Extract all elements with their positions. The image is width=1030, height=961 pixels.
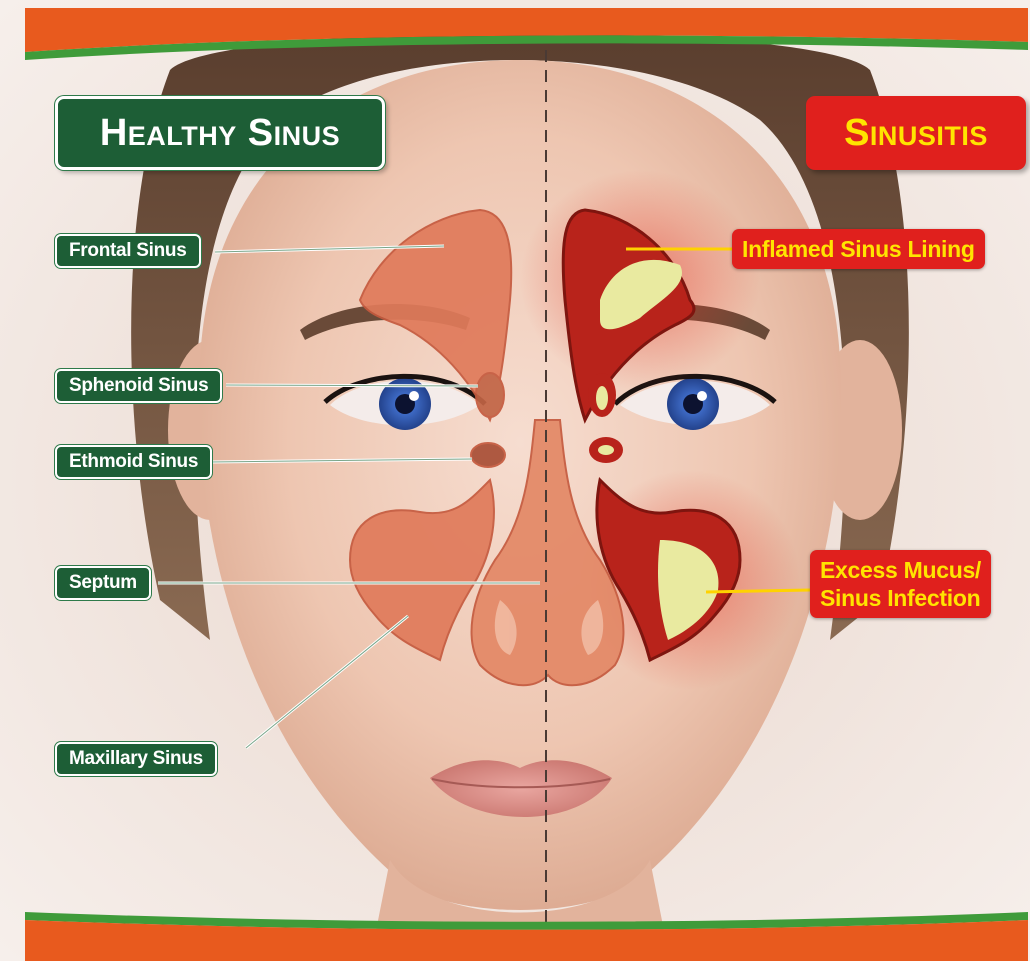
- label-septum: Septum: [55, 566, 151, 600]
- healthy-sinus-title: Healthy Sinus: [55, 96, 385, 170]
- label-ethmoid-sinus: Ethmoid Sinus: [55, 445, 212, 479]
- label-inflamed-sinus-lining: Inflamed Sinus Lining: [732, 229, 985, 269]
- label-excess-mucus-line2: Sinus Infection: [820, 584, 981, 612]
- label-sphenoid-sinus: Sphenoid Sinus: [55, 369, 222, 403]
- leader-excess-mucus: [706, 590, 810, 592]
- ethmoid-sinus-shape: [471, 443, 505, 467]
- label-maxillary-sinus: Maxillary Sinus: [55, 742, 217, 776]
- sinusitis-title: Sinusitis: [806, 96, 1026, 170]
- label-excess-mucus: Excess Mucus/ Sinus Infection: [810, 550, 991, 618]
- sphenoid-sinus-shape: [476, 373, 504, 417]
- label-frontal-sinus: Frontal Sinus: [55, 234, 201, 268]
- label-excess-mucus-line1: Excess Mucus/: [820, 556, 981, 584]
